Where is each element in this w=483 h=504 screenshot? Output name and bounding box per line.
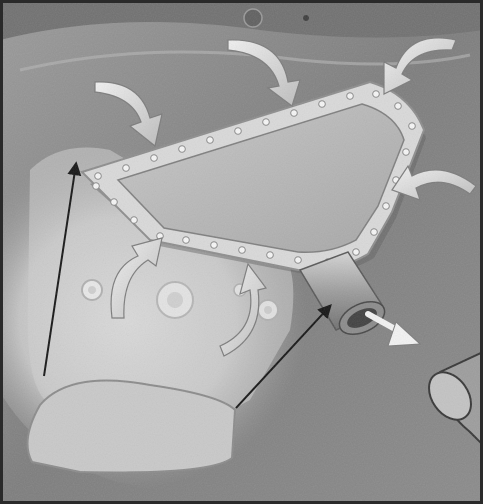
illustration-frame [0,0,483,504]
sealing-diagram [0,0,483,504]
texture-overlay [0,0,483,504]
